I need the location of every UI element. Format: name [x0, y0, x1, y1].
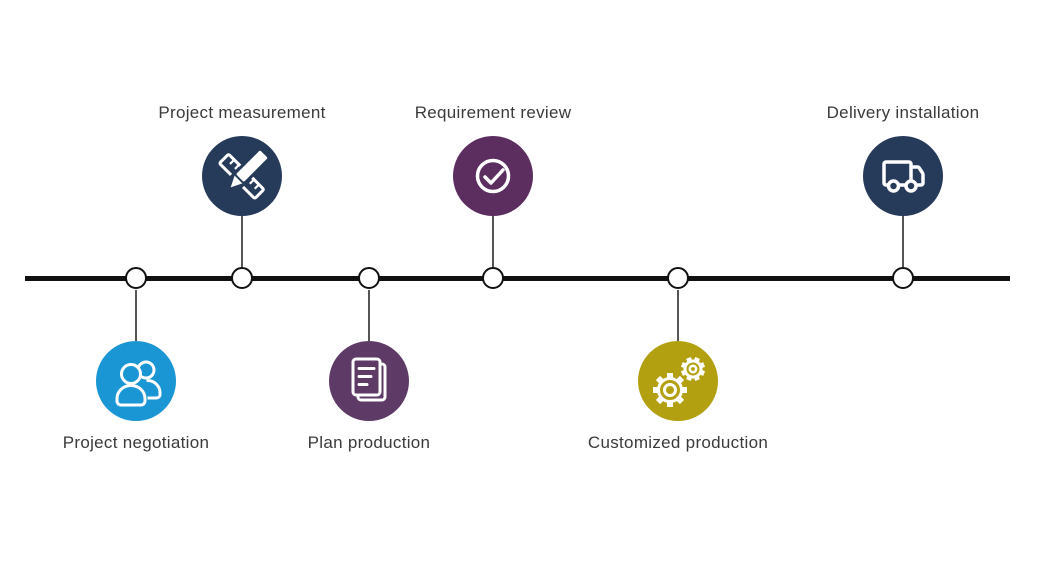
step-connector	[135, 290, 137, 341]
timeline-node-marker	[666, 267, 689, 289]
timeline-node-marker	[481, 267, 504, 289]
step-label: Customized production	[587, 433, 769, 452]
step-label: Project measurement	[158, 103, 326, 122]
step-label: Requirement review	[414, 103, 572, 122]
check-circle-icon	[453, 136, 533, 216]
truck-icon	[863, 136, 943, 216]
step-connector	[368, 290, 370, 341]
step-label: Project negotiation	[62, 433, 210, 452]
timeline-node-marker	[891, 267, 914, 289]
step-connector	[677, 290, 679, 341]
step-label: Delivery installation	[826, 103, 980, 122]
step-connector	[492, 216, 494, 267]
icon-bubble	[863, 136, 943, 216]
icon-bubble	[453, 136, 533, 216]
step-connector	[241, 216, 243, 267]
timeline-node-marker	[357, 267, 380, 289]
timeline-node-marker	[124, 267, 147, 289]
step-label: Plan production	[307, 433, 431, 452]
document-icon	[329, 341, 409, 421]
step-connector	[902, 216, 904, 267]
timeline-line	[25, 276, 1010, 281]
ruler-pencil-icon	[202, 136, 282, 216]
users-icon	[96, 341, 176, 421]
timeline-node-marker	[230, 267, 253, 289]
gears-icon	[638, 341, 718, 421]
